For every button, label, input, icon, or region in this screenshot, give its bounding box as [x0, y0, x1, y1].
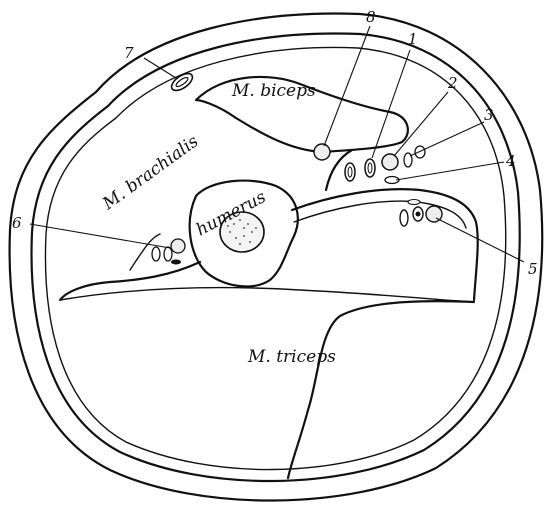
callout-8: 8 — [366, 8, 376, 26]
lateral-septum — [292, 189, 478, 300]
medial-septum — [60, 262, 200, 300]
label-brachialis: M. brachialis — [98, 131, 202, 214]
callout-2: 2 — [447, 74, 458, 92]
neurovascular-bundle-posterior — [400, 200, 442, 227]
callout-4: 4 — [505, 152, 516, 170]
callout-5: 5 — [528, 260, 538, 278]
triceps-septum — [288, 301, 474, 478]
neurovascular-bundle-medial — [345, 146, 425, 184]
nerve-8 — [314, 144, 330, 160]
callout-1: 1 — [408, 30, 418, 48]
callout-leaders — [30, 26, 524, 262]
callout-3: 3 — [484, 106, 494, 124]
callout-6: 6 — [12, 214, 22, 232]
neurovascular-bundle-radial — [152, 239, 185, 265]
label-biceps: M. biceps — [231, 81, 316, 101]
label-triceps: M. triceps — [247, 347, 336, 367]
fascia-inner-line — [45, 48, 505, 470]
callout-7: 7 — [124, 44, 134, 62]
medial-septum-lower — [60, 288, 474, 302]
